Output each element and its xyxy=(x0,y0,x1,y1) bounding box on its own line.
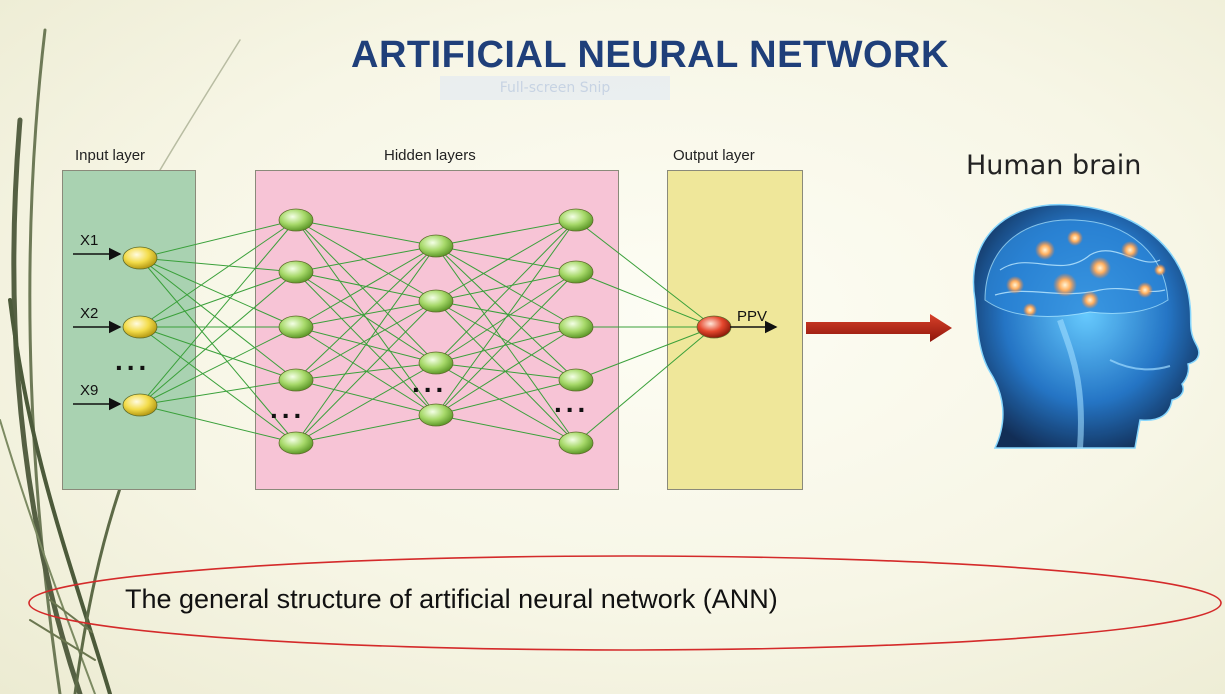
connection-line xyxy=(139,219,297,328)
connection-line xyxy=(435,271,577,416)
connection-line xyxy=(575,219,715,328)
connection-line xyxy=(295,300,437,381)
input-neuron-icon xyxy=(122,246,158,270)
input-neuron-icon xyxy=(122,393,158,417)
connection-line xyxy=(139,404,297,444)
connection-line xyxy=(139,326,297,406)
hidden1-neuron-icon xyxy=(278,431,314,455)
connection-line xyxy=(295,245,437,273)
input-label-x9: X9 xyxy=(80,382,98,399)
connection-line xyxy=(139,219,297,259)
connection-line xyxy=(435,219,577,247)
connection-line xyxy=(435,379,577,416)
output-layer-label: Output layer xyxy=(673,147,755,164)
output-layer-box xyxy=(667,170,803,490)
connection-line xyxy=(575,326,715,444)
connection-line xyxy=(139,257,297,328)
connection-line xyxy=(295,300,437,444)
full-screen-snip-overlay[interactable]: Full-screen Snip xyxy=(440,76,670,100)
connection-line xyxy=(139,257,297,381)
hidden2-neuron-icon xyxy=(418,403,454,427)
connection-line xyxy=(435,362,577,444)
connection-line xyxy=(295,271,437,364)
connection-line xyxy=(295,219,437,302)
hidden1-neuron-icon xyxy=(278,208,314,232)
connection-line xyxy=(435,300,577,328)
connection-line xyxy=(139,379,297,406)
connection-line xyxy=(575,271,715,328)
hidden-ellipsis-2: ... xyxy=(412,367,447,398)
input-label-x1: X1 xyxy=(80,232,98,249)
hidden2-neuron-icon xyxy=(418,289,454,313)
hidden-layers-label: Hidden layers xyxy=(384,147,476,164)
connection-line xyxy=(435,219,577,364)
connection-line xyxy=(295,414,437,444)
connection-line xyxy=(139,219,297,406)
input-layer-label: Input layer xyxy=(75,147,146,164)
connection-line xyxy=(295,271,437,416)
connection-line xyxy=(139,326,297,381)
connection-line xyxy=(139,326,297,444)
hidden1-neuron-icon xyxy=(278,368,314,392)
connection-line xyxy=(295,219,437,364)
connection-line xyxy=(435,219,577,416)
connection-line xyxy=(295,300,437,328)
connection-line xyxy=(435,414,577,444)
connection-line xyxy=(435,326,577,364)
connection-line xyxy=(139,257,297,444)
connection-line xyxy=(295,379,437,416)
connection-line xyxy=(295,245,437,328)
hidden2-neuron-icon xyxy=(418,351,454,375)
connection-line xyxy=(139,271,297,328)
connection-line xyxy=(575,326,715,381)
connection-line xyxy=(435,219,577,302)
hidden3-neuron-icon xyxy=(558,208,594,232)
input-neuron-icon xyxy=(122,315,158,339)
hidden3-neuron-icon xyxy=(558,260,594,284)
connection-line xyxy=(435,326,577,416)
connection-line xyxy=(435,245,577,381)
connection-line xyxy=(295,245,437,381)
input-ellipsis: ... xyxy=(115,345,150,376)
connection-line xyxy=(139,271,297,406)
connection-line xyxy=(139,257,297,273)
input-label-x2: X2 xyxy=(80,305,98,322)
caption-text: The general structure of artificial neur… xyxy=(125,584,778,614)
input-layer-box xyxy=(62,170,196,490)
hidden1-neuron-icon xyxy=(278,315,314,339)
slide-title: ARTIFICIAL NEURAL NETWORK xyxy=(351,34,949,76)
connection-line xyxy=(295,219,437,247)
hidden2-neuron-icon xyxy=(418,234,454,258)
hidden3-neuron-icon xyxy=(558,315,594,339)
hidden3-neuron-icon xyxy=(558,368,594,392)
hidden-ellipsis-3: ... xyxy=(554,387,589,418)
hidden-ellipsis-1: ... xyxy=(270,393,305,424)
connection-line xyxy=(435,271,577,302)
connection-line xyxy=(295,245,437,444)
connection-line xyxy=(435,245,577,273)
connection-line xyxy=(295,362,437,444)
connection-line xyxy=(435,300,577,381)
hidden3-neuron-icon xyxy=(558,431,594,455)
hidden1-neuron-icon xyxy=(278,260,314,284)
output-label-ppv: PPV xyxy=(737,308,767,325)
human-brain-label: Human brain xyxy=(966,150,1142,181)
